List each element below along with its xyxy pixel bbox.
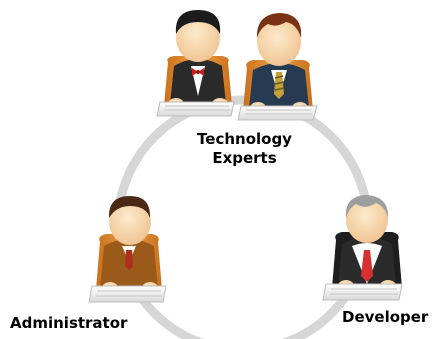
technology-experts-label-line1: Technology <box>197 130 292 148</box>
developer-figure <box>322 195 403 301</box>
technology-experts-label-line2: Experts <box>212 149 277 167</box>
administrator-label: Administrator <box>10 314 128 332</box>
tech-expert-2-figure <box>237 13 318 121</box>
developer-label: Developer <box>342 308 429 326</box>
tech-expert-1-figure <box>156 10 235 117</box>
administrator-figure <box>88 196 167 303</box>
technology-experts-label: Technology Experts <box>182 130 307 168</box>
